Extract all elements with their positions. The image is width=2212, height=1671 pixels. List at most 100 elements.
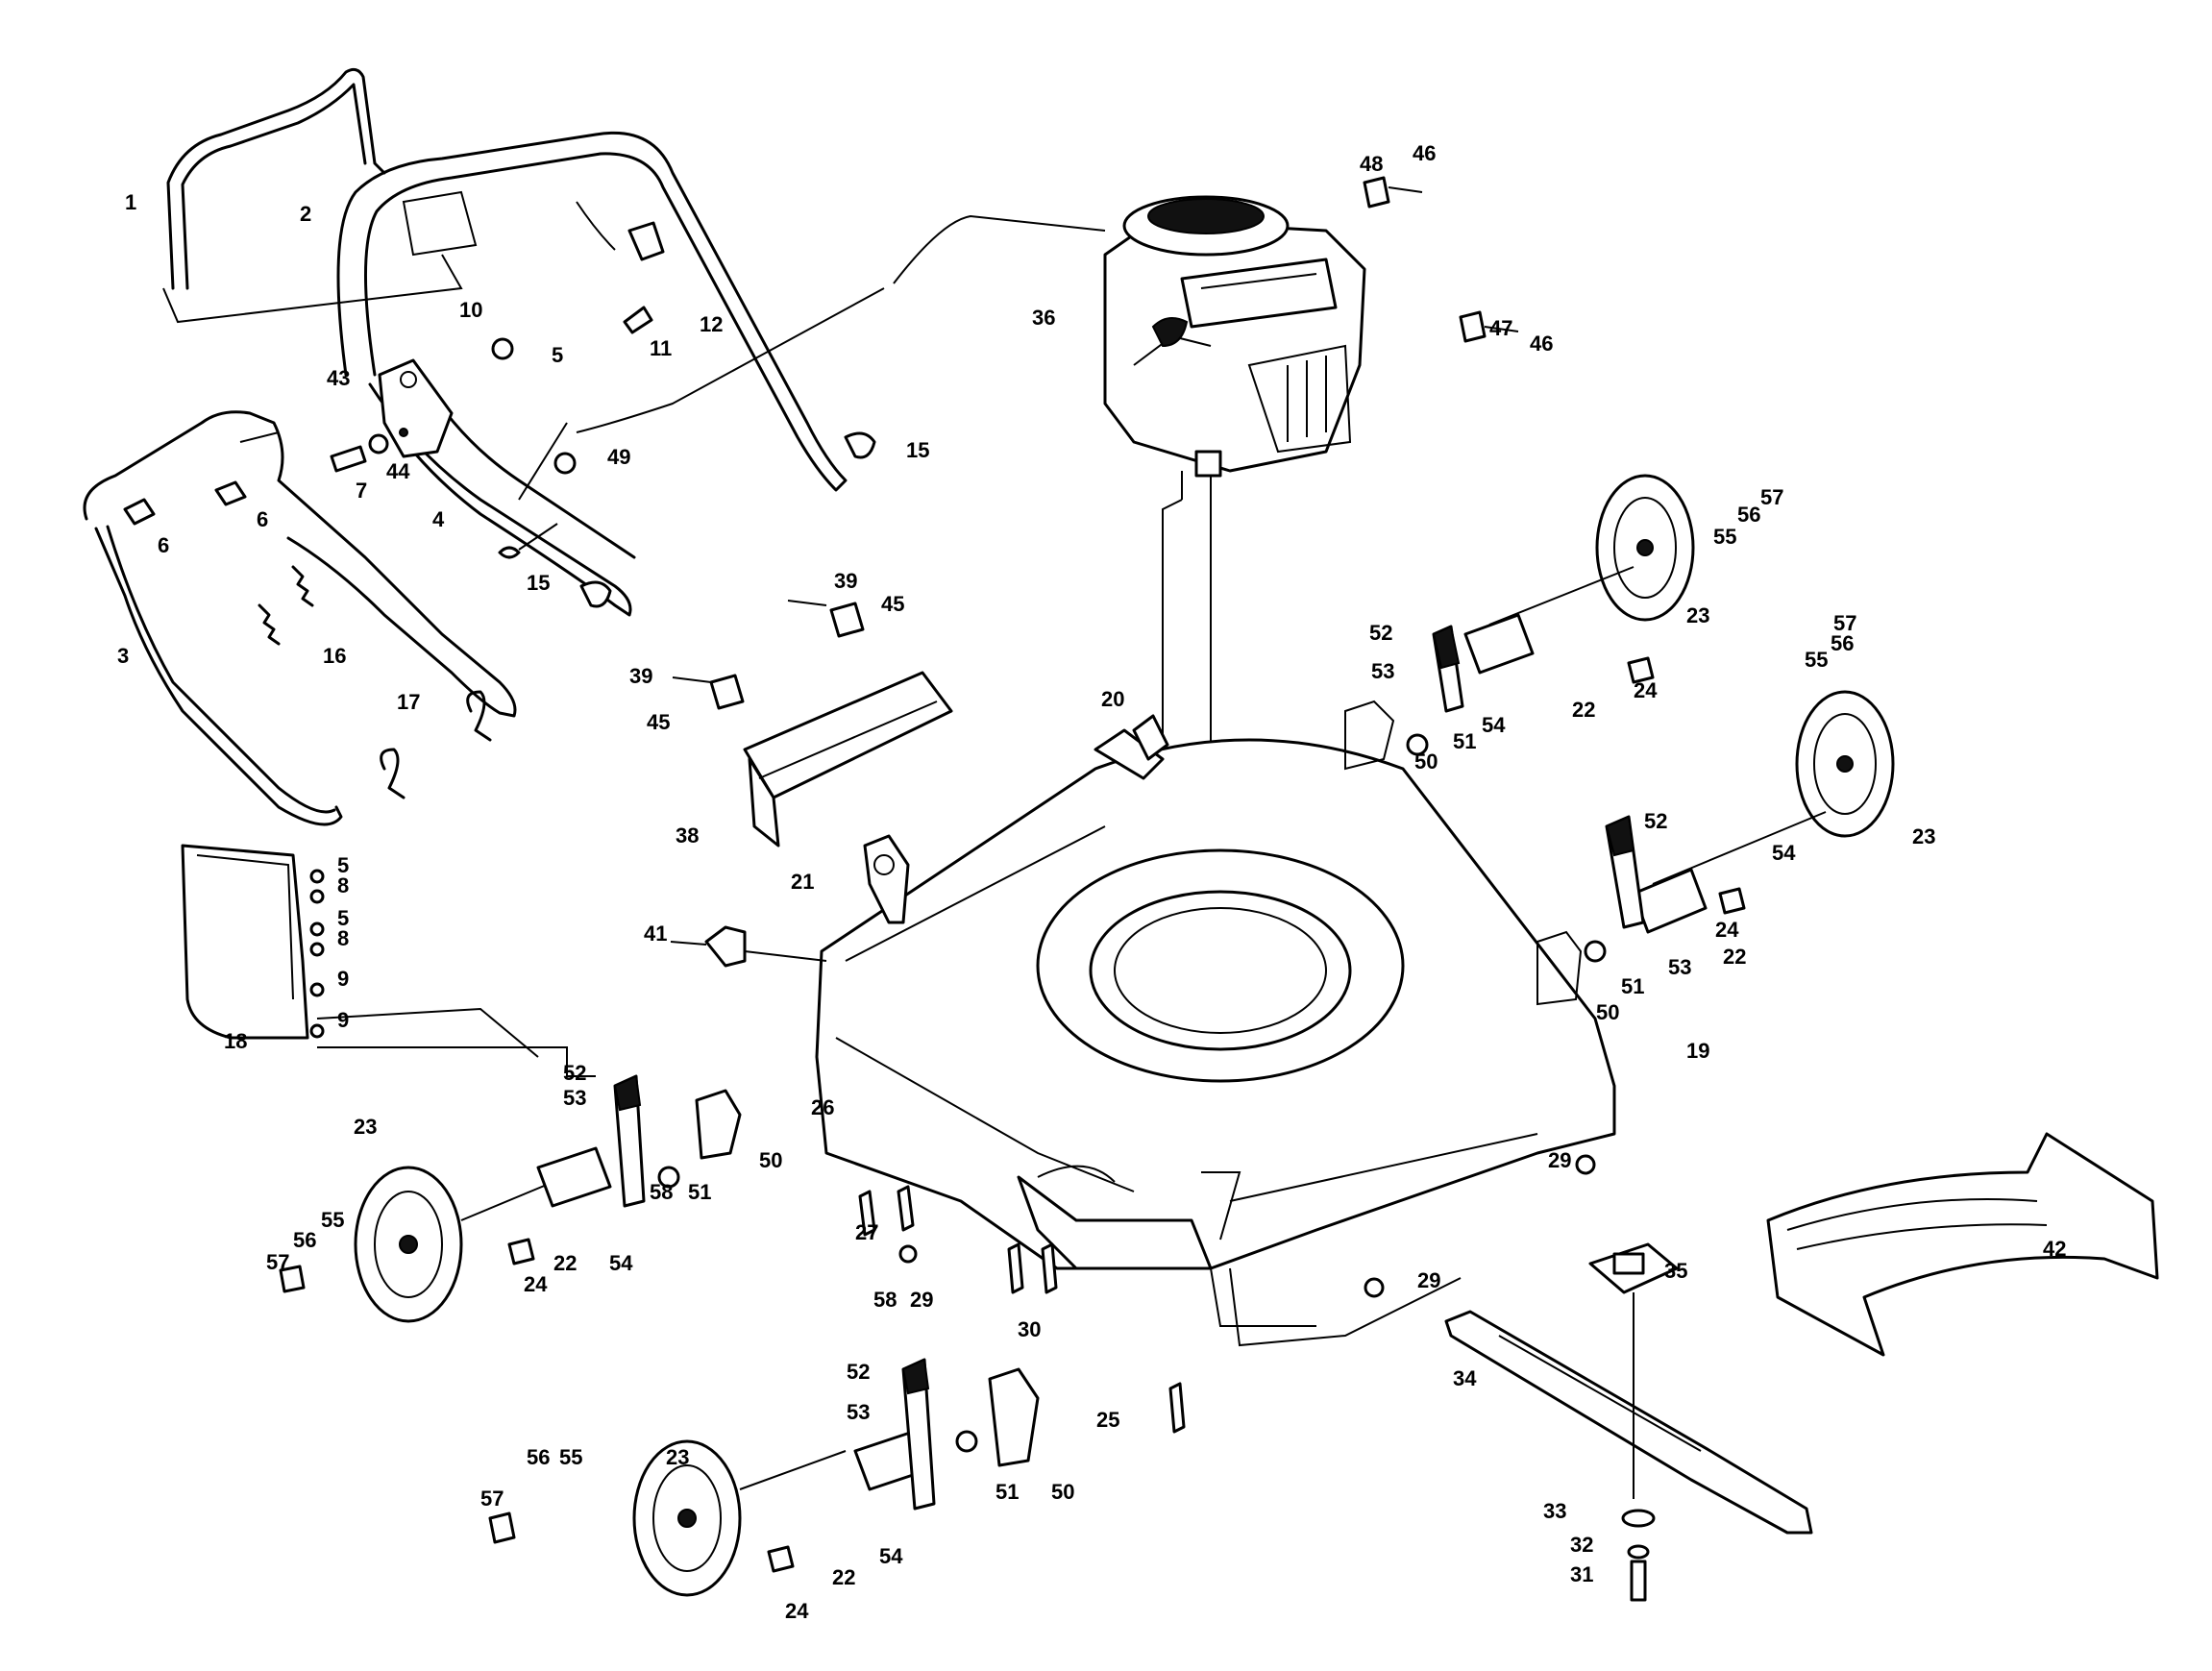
part-callout-10: 10 <box>459 298 482 322</box>
part-callout-48: 48 <box>1360 152 1383 176</box>
part-callout-22: 22 <box>1723 945 1746 969</box>
part-callout-8: 8 <box>337 926 349 950</box>
part-callout-42: 42 <box>2043 1237 2066 1261</box>
rear-flap <box>181 844 596 1077</box>
part-callout-21: 21 <box>791 870 814 894</box>
part-callout-54: 54 <box>1772 841 1796 865</box>
upper-handle <box>336 131 848 492</box>
part-callout-51: 51 <box>1453 729 1476 753</box>
part-callout-52: 52 <box>1369 621 1392 645</box>
part-callout-2: 2 <box>300 202 311 226</box>
part-callout-58: 58 <box>873 1288 897 1312</box>
part-callout-53: 53 <box>563 1086 586 1110</box>
engine <box>1103 176 1519 1019</box>
part-callout-23: 23 <box>666 1445 689 1469</box>
part-callout-35: 35 <box>1664 1259 1687 1283</box>
part-callout-17: 17 <box>397 690 420 714</box>
part-callout-32: 32 <box>1570 1533 1593 1557</box>
part-callout-55: 55 <box>1713 525 1736 549</box>
part-callout-23: 23 <box>354 1115 377 1139</box>
side-discharge-chute <box>1766 1132 2159 1357</box>
part-callout-57: 57 <box>1833 611 1856 635</box>
part-callout-30: 30 <box>1018 1317 1041 1341</box>
upper-bail-handle <box>162 67 463 324</box>
wheel-front-left <box>488 1358 1040 1597</box>
blade <box>1444 1242 1813 1602</box>
part-callout-57: 57 <box>480 1487 504 1511</box>
part-callout-50: 50 <box>1051 1480 1074 1504</box>
part-callout-43: 43 <box>327 366 350 390</box>
wheel-mount-bracket <box>863 834 910 924</box>
lower-handle <box>368 214 1106 617</box>
part-callout-20: 20 <box>1101 687 1124 711</box>
part-callout-26: 26 <box>811 1095 834 1119</box>
part-callout-23: 23 <box>1912 824 1935 848</box>
rear-deflector <box>672 600 953 848</box>
part-callout-6: 6 <box>158 533 169 557</box>
part-callout-24: 24 <box>1634 678 1658 702</box>
part-callout-24: 24 <box>1715 918 1739 942</box>
part-callout-29: 29 <box>910 1288 933 1312</box>
part-callout-53: 53 <box>1668 955 1691 979</box>
part-callout-24: 24 <box>524 1272 548 1296</box>
part-callout-56: 56 <box>293 1228 316 1252</box>
part-callout-22: 22 <box>1572 698 1595 722</box>
part-callout-52: 52 <box>1644 809 1667 833</box>
part-callout-4: 4 <box>432 507 445 531</box>
part-callout-55: 55 <box>321 1208 344 1232</box>
mower-deck <box>815 714 1616 1347</box>
part-callout-22: 22 <box>553 1251 577 1275</box>
part-callout-18: 18 <box>224 1029 247 1053</box>
part-callout-53: 53 <box>847 1400 870 1424</box>
part-callout-36: 36 <box>1032 306 1055 330</box>
part-callout-16: 16 <box>323 644 346 668</box>
part-callout-8: 8 <box>337 873 349 897</box>
part-callout-11: 11 <box>650 336 672 360</box>
part-callout-50: 50 <box>1596 1000 1619 1024</box>
part-callout-46: 46 <box>1413 141 1436 165</box>
part-callout-51: 51 <box>688 1180 711 1204</box>
part-callout-57: 57 <box>1760 485 1783 509</box>
part-callout-52: 52 <box>847 1360 870 1384</box>
cable-clips <box>579 431 876 608</box>
part-callout-6: 6 <box>257 507 268 531</box>
part-callout-5: 5 <box>552 343 563 367</box>
part-callout-50: 50 <box>1414 749 1438 774</box>
part-callout-15: 15 <box>527 571 550 595</box>
part-callout-56: 56 <box>1737 503 1760 527</box>
part-callout-45: 45 <box>881 592 904 616</box>
part-callout-51: 51 <box>995 1480 1019 1504</box>
part-callout-1: 1 <box>125 190 136 214</box>
part-callout-33: 33 <box>1543 1499 1566 1523</box>
part-callout-55: 55 <box>559 1445 582 1469</box>
part-callout-3: 3 <box>117 644 129 668</box>
handle-bracket <box>378 358 454 458</box>
part-callout-49: 49 <box>607 445 630 469</box>
part-callout-47: 47 <box>1489 316 1512 340</box>
part-callout-44: 44 <box>386 459 410 483</box>
wheel-rear-right <box>1344 474 1695 771</box>
warning-label-arrow <box>670 925 827 968</box>
part-callout-56: 56 <box>527 1445 550 1469</box>
part-callout-52: 52 <box>563 1061 586 1085</box>
part-callout-54: 54 <box>1482 713 1506 737</box>
part-callout-19: 19 <box>1686 1039 1709 1063</box>
part-callout-29: 29 <box>1548 1148 1571 1172</box>
part-callout-5: 5 <box>337 853 349 877</box>
part-callout-54: 54 <box>879 1544 903 1568</box>
part-callout-29: 29 <box>1417 1268 1440 1292</box>
springs <box>258 565 314 646</box>
part-callout-53: 53 <box>1371 659 1394 683</box>
part-callout-23: 23 <box>1686 603 1709 627</box>
part-callout-31: 31 <box>1570 1562 1593 1586</box>
part-callout-54: 54 <box>609 1251 633 1275</box>
part-callout-56: 56 <box>1831 631 1854 655</box>
handle-bolts <box>123 306 653 559</box>
wheel-front-right <box>1536 690 1895 1006</box>
part-callout-24: 24 <box>785 1599 809 1623</box>
part-callout-7: 7 <box>356 479 367 503</box>
part-callout-38: 38 <box>676 823 699 848</box>
part-callout-9: 9 <box>337 1008 349 1032</box>
